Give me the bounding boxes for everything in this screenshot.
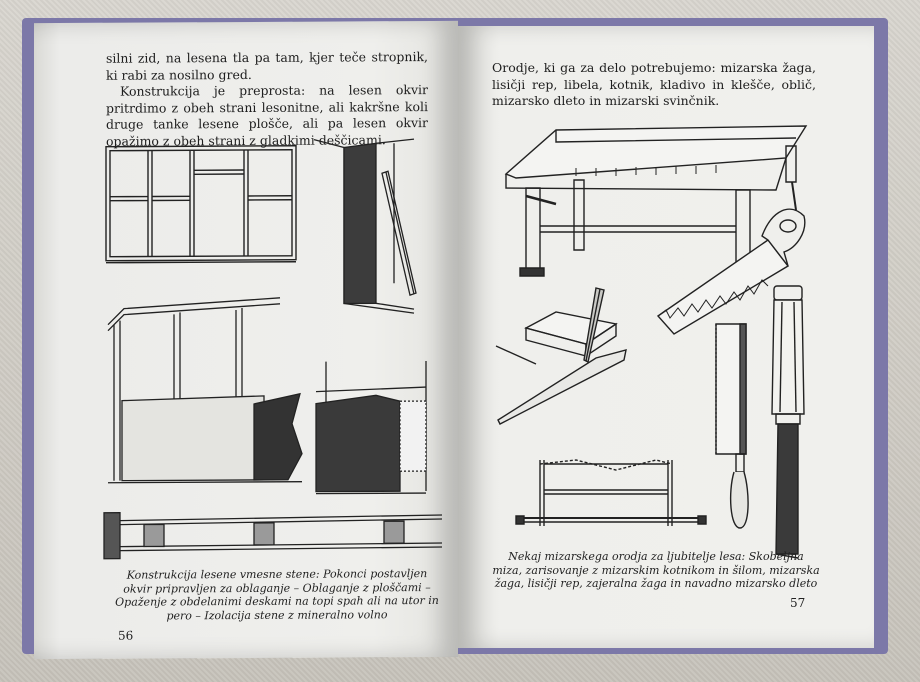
right-page-text: Orodje, ki ga za delo potrebujemo: mizar… bbox=[492, 60, 816, 110]
right-caption: Nekaj mizarskega orodja za ljubitelje le… bbox=[492, 550, 820, 590]
hand-saw-illustration bbox=[658, 196, 808, 336]
panel-cladding-illustration bbox=[104, 284, 304, 485]
right-page-number: 57 bbox=[790, 596, 806, 610]
wall-corner-illustration bbox=[314, 133, 434, 314]
right-paragraph-1: Orodje, ki ga za delo potrebujemo: mizar… bbox=[492, 60, 816, 109]
back-saw-illustration bbox=[712, 322, 752, 532]
marking-tools-illustration bbox=[496, 288, 666, 424]
left-paragraph-1: silni zid, na lesena tla pa tam, kjer te… bbox=[106, 49, 428, 83]
left-page-number: 56 bbox=[118, 628, 134, 643]
left-page: silni zid, na lesena tla pa tam, kjer te… bbox=[34, 20, 458, 660]
left-caption: Konstrukcija lesene vmesne stene: Pokonc… bbox=[115, 567, 439, 622]
insulation-section-illustration bbox=[104, 505, 444, 561]
right-page: Orodje, ki ga za delo potrebujemo: mizar… bbox=[458, 26, 874, 648]
boarding-illustration bbox=[316, 361, 436, 500]
frame-saw-illustration bbox=[516, 456, 706, 536]
chisel-illustration bbox=[768, 284, 808, 564]
frame-illustration bbox=[102, 140, 302, 269]
